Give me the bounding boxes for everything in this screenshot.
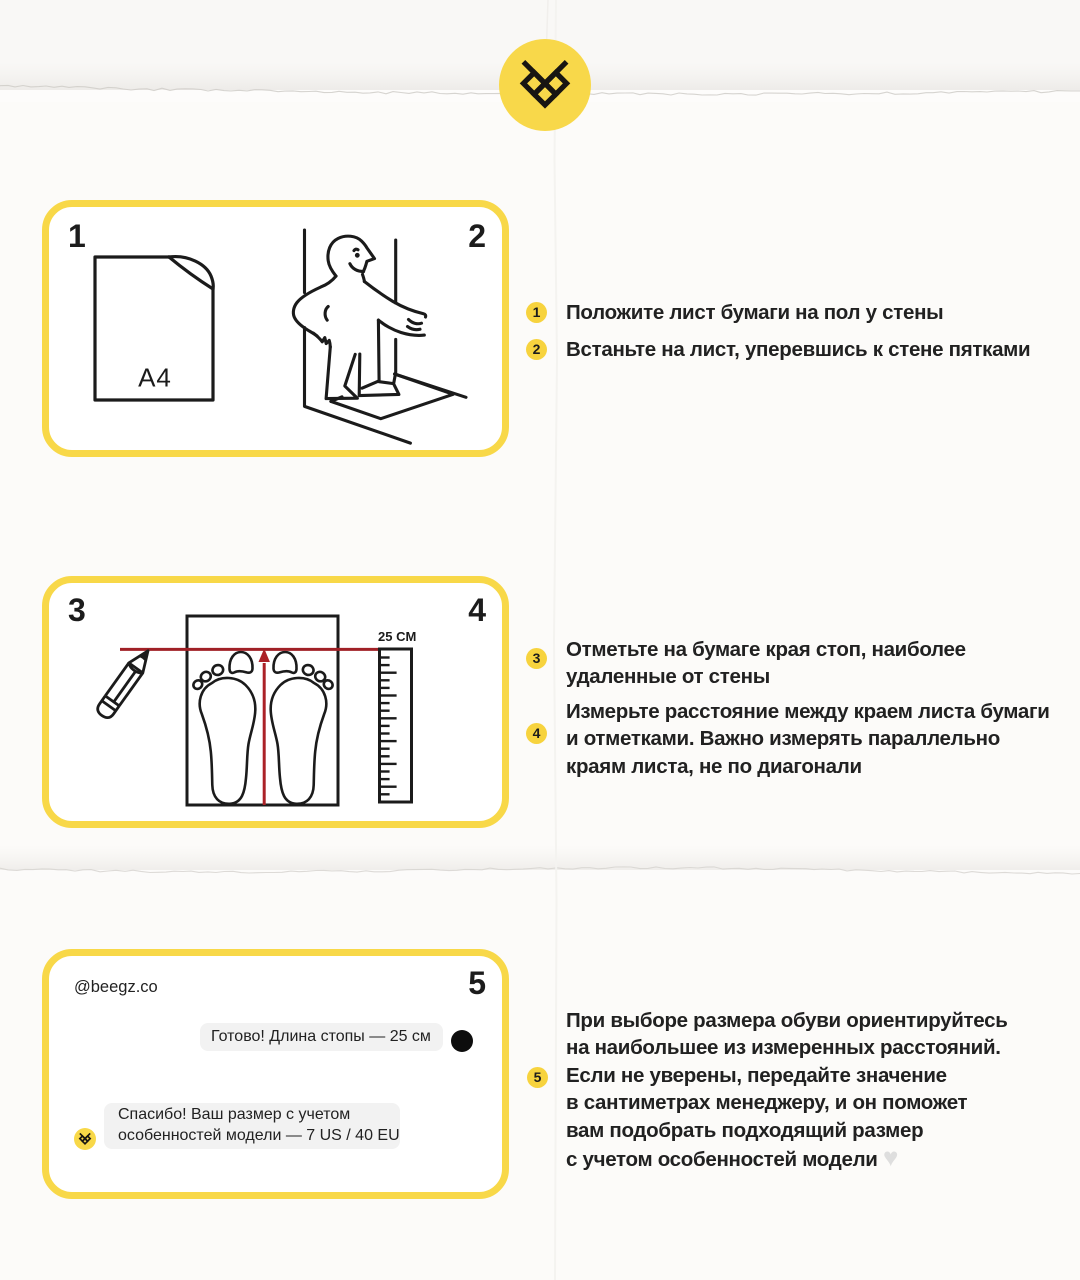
svg-text:A4: A4 xyxy=(138,363,172,393)
svg-text:25 CM: 25 CM xyxy=(378,629,416,644)
